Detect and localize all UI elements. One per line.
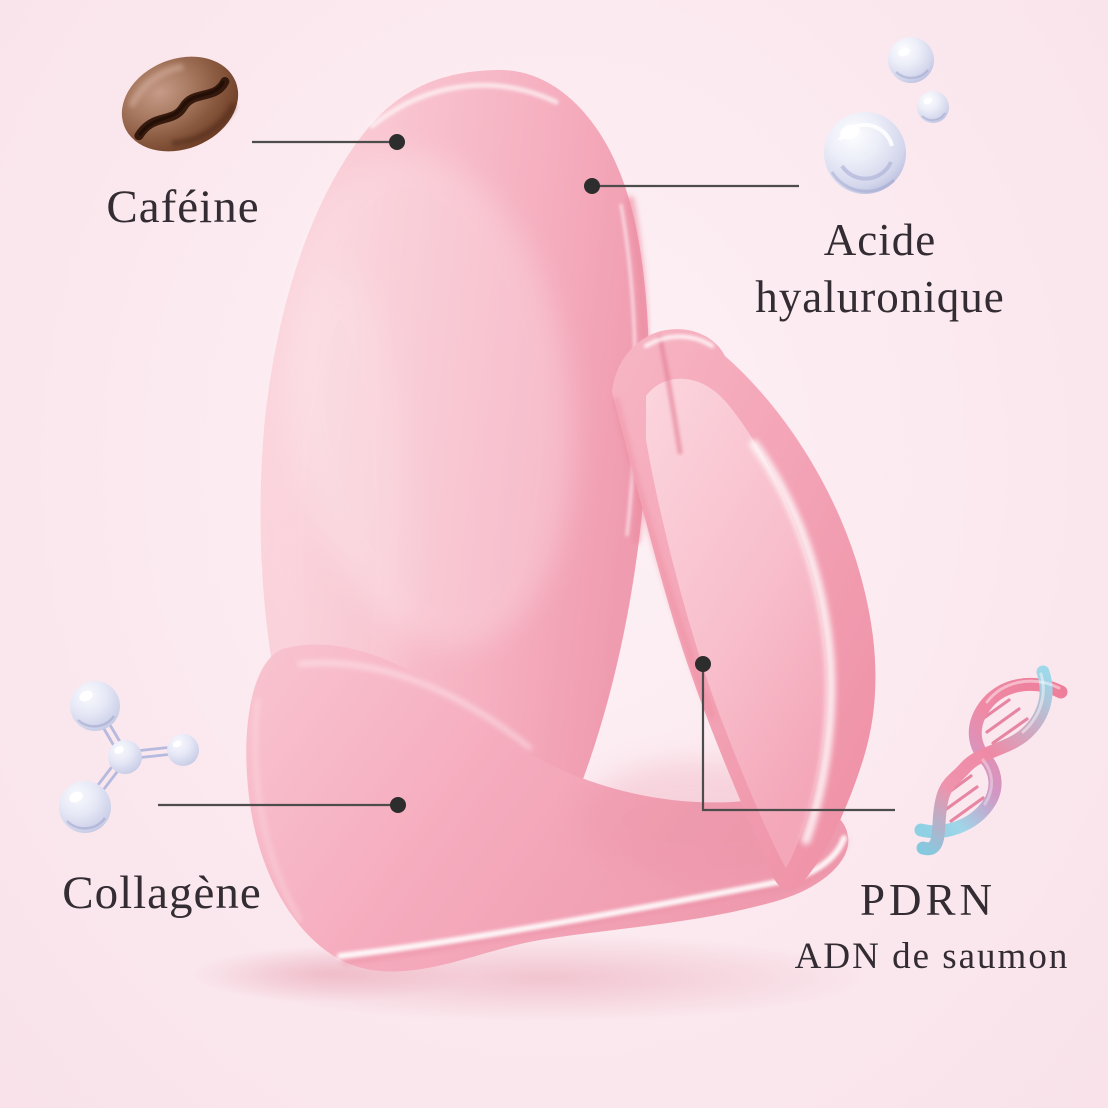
coffee-bean-icon — [121, 56, 239, 152]
callout-line-pdrn — [701, 668, 895, 812]
folded-patch-shape — [612, 329, 876, 891]
pdrn-label: PDRN — [859, 875, 997, 925]
callout-lines — [158, 140, 895, 812]
pdrn-sublabel: ADN de saumon — [794, 936, 1070, 977]
cafeine-label: Caféine — [106, 181, 260, 233]
callout-dot-cafeine — [389, 134, 405, 150]
dna-strands — [914, 665, 1068, 856]
callout-dot-acide-hyaluronique — [584, 178, 600, 194]
bubbles-icon — [824, 37, 949, 194]
acide-hyaluronique-label: Acide hyaluronique — [755, 215, 1005, 322]
callout-dot-collagene — [390, 797, 406, 813]
callout-dots — [389, 134, 711, 813]
callout-dot-pdrn — [695, 656, 711, 672]
dna-helix-icon — [914, 665, 1068, 856]
molecule-icon — [59, 681, 199, 833]
collagene-label: Collagène — [62, 867, 262, 919]
